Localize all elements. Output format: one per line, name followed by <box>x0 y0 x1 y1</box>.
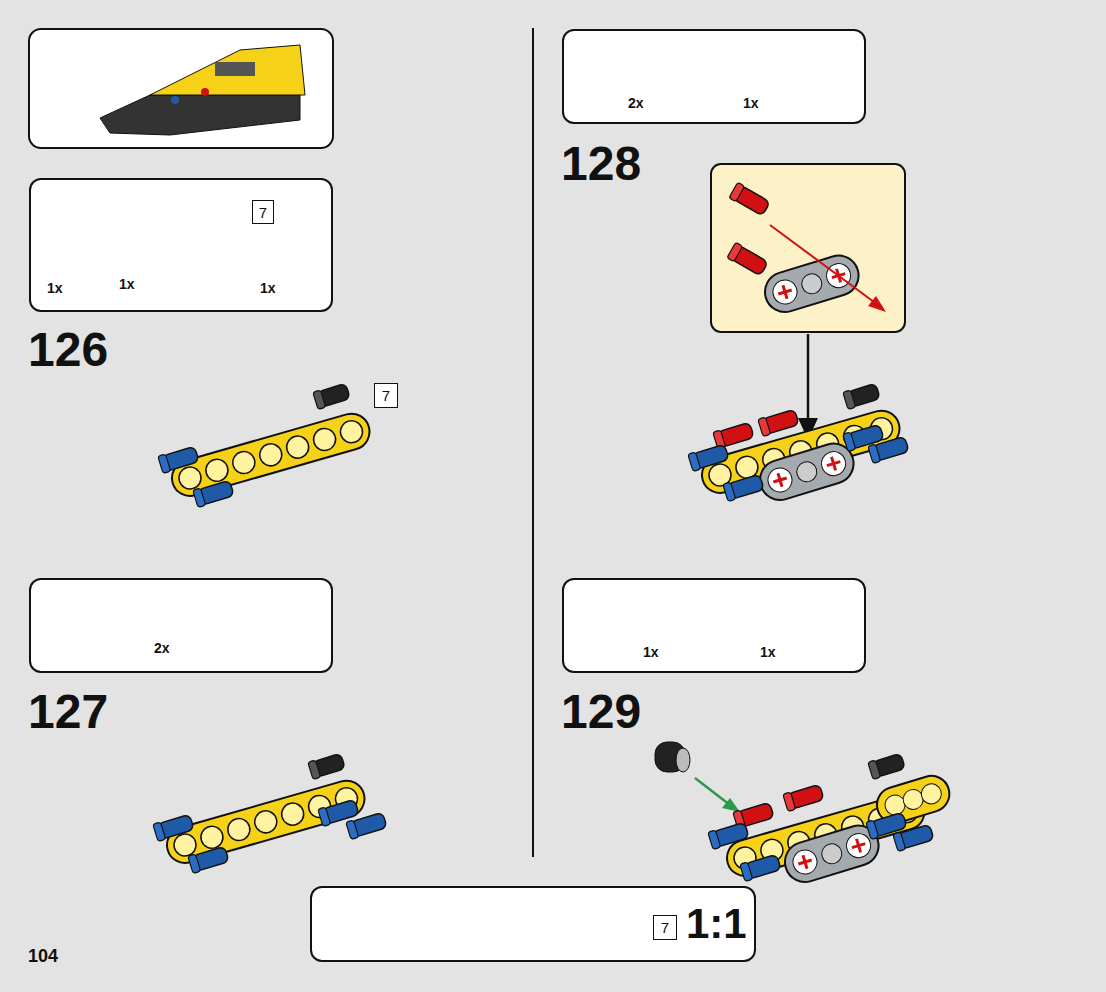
step-127-art-part <box>163 776 369 867</box>
step-129-art-part <box>893 823 935 851</box>
step-129-art-part <box>708 821 750 849</box>
callout-number: 7 <box>661 919 669 936</box>
page-number: 104 <box>28 946 58 967</box>
step-127-art-part <box>346 811 388 839</box>
preview-panel-part <box>171 96 179 104</box>
step-128-art-part <box>868 435 910 463</box>
step-127-art-part-part <box>153 813 195 841</box>
preview-panel-part <box>201 88 209 96</box>
part-count: 1x <box>760 644 776 660</box>
part-count: 1x <box>260 280 276 296</box>
step-127-art-part-part <box>163 776 369 867</box>
inset-128-part <box>711 164 905 332</box>
step-129-art-part-part <box>919 781 944 806</box>
step-127-art-part <box>188 845 230 873</box>
step-128-art-part-part <box>688 443 730 471</box>
step-128-art-part-part <box>868 435 910 463</box>
preview-panel-part <box>100 95 300 135</box>
step-126-art-part-part <box>168 409 374 500</box>
step-128-art-part-part <box>758 408 800 436</box>
callout-number-box: 7 <box>374 383 398 408</box>
step-129-art-part-part <box>893 823 935 851</box>
step-127-art-part-part <box>188 845 230 873</box>
step-129-art <box>655 742 954 887</box>
step-127-art-part <box>153 813 195 841</box>
step-126-art-part-part <box>158 445 200 473</box>
step-128-art-part <box>755 439 859 505</box>
step-127-art <box>153 752 388 873</box>
preview-panel-part <box>150 45 305 95</box>
parts-box: 1x 1x 1x 7 <box>29 178 333 312</box>
parts-box: 1x 1x <box>562 578 866 673</box>
callout-number: 7 <box>259 204 267 221</box>
step-129-art-part <box>676 748 690 772</box>
parts-box: 2x <box>29 578 333 673</box>
step-129-art-part-part <box>708 821 750 849</box>
callout-number-box: 7 <box>653 915 677 940</box>
step-128-art-part <box>723 473 765 501</box>
step-129-art-part <box>722 798 740 812</box>
step-128-art-part <box>843 382 881 409</box>
step-127-art-part-part <box>308 752 346 779</box>
step-129-art-part <box>740 853 782 881</box>
part-count: 2x <box>154 640 170 656</box>
step-128-art-part-part <box>723 473 765 501</box>
preview-panel-part <box>215 62 255 76</box>
inset-128 <box>711 164 905 440</box>
step-128-art <box>688 382 910 505</box>
step-number: 129 <box>561 684 641 739</box>
step-129-art-part-part <box>740 853 782 881</box>
divider <box>532 28 534 857</box>
part-count: 1x <box>119 276 135 292</box>
part-count: 2x <box>628 95 644 111</box>
step-128-art-part-part <box>755 439 859 505</box>
parts-box: 2x 1x <box>562 29 866 124</box>
part-count: 1x <box>743 95 759 111</box>
inset-128-part <box>770 225 878 305</box>
step-128-art-part <box>688 443 730 471</box>
scale-ratio: 1:1 <box>686 900 747 948</box>
step-128-art-part-part <box>843 382 881 409</box>
inset-128-part <box>727 242 769 277</box>
preview-panel <box>29 29 333 148</box>
inset-128-part <box>807 334 810 420</box>
part-count: 1x <box>643 644 659 660</box>
step-126-art-part <box>193 479 235 507</box>
step-127-art-part <box>308 752 346 779</box>
step-number: 128 <box>561 136 641 191</box>
step-126-art-part-part <box>193 479 235 507</box>
step-128-art-part <box>758 408 800 436</box>
step-129-art-part <box>783 783 825 811</box>
inset-128-part <box>729 182 771 217</box>
part-count: 1x <box>47 280 63 296</box>
step-126-art-part-part <box>313 382 351 409</box>
step-126-art-part <box>158 445 200 473</box>
step-126-art-part <box>313 382 351 409</box>
inset-128-part-part <box>729 182 771 217</box>
step-129-art-part <box>868 752 906 779</box>
inset-128-part-part <box>727 242 769 277</box>
step-129-art-part <box>695 778 730 805</box>
step-126-art <box>158 382 374 507</box>
callout-number-box: 7 <box>252 200 274 224</box>
step-126-art-part <box>168 409 374 500</box>
step-number: 126 <box>28 322 108 377</box>
callout-number: 7 <box>382 387 390 404</box>
scale-box: 1:1 7 <box>310 886 756 962</box>
step-number: 127 <box>28 684 108 739</box>
preview-panel-part <box>29 29 333 148</box>
step-129-art-part-part <box>783 783 825 811</box>
step-129-art-part-part <box>868 752 906 779</box>
inset-128-part <box>868 296 886 312</box>
step-127-art-part-part <box>346 811 388 839</box>
